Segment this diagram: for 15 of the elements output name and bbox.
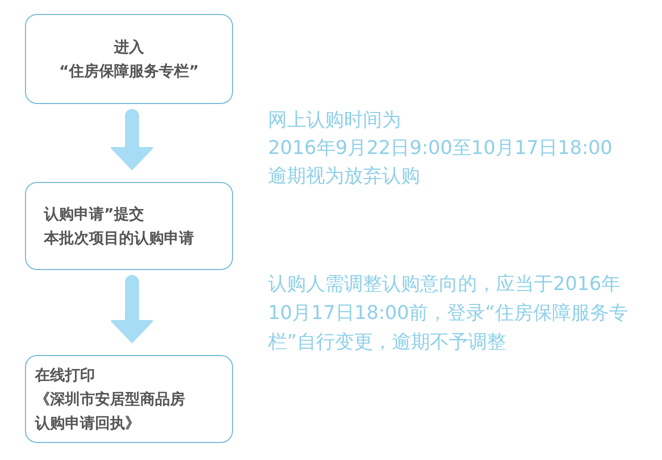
process-box xyxy=(25,355,233,443)
process-box xyxy=(25,182,233,270)
step-text: 本批次项目的认购申请 xyxy=(44,228,194,249)
process-box xyxy=(25,14,233,104)
step-text: 进入 xyxy=(114,37,144,58)
note-text: 认购人需调整认购意向的，应当于2016年10月17日18:00前，登录“住房保障服务专栏”自行变更，逾期不予调整 xyxy=(268,272,629,355)
step-text: 在线打印 xyxy=(35,365,95,386)
down-arrow xyxy=(111,275,153,343)
note-text: 网上认购时间为 xyxy=(268,108,402,133)
step-text: 认购申请”提交 xyxy=(44,204,144,225)
down-arrow xyxy=(111,109,153,170)
note-text: 逾期视为放弃认购 xyxy=(268,164,421,189)
note-text: 2016年9月22日9:00至10月17日18:00 xyxy=(268,136,614,161)
step-text: “住房保障服务专栏” xyxy=(59,61,199,82)
step-text: 《深圳市安居型商品房认购申请回执》 xyxy=(35,389,186,434)
